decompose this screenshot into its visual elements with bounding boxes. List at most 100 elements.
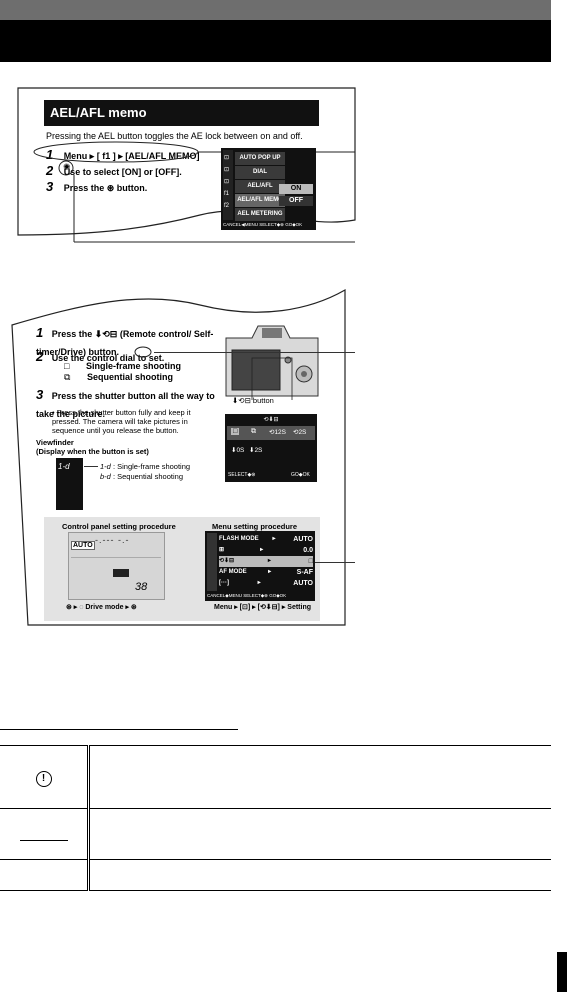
panel-leader [315,562,355,563]
option-on: ON [279,184,313,194]
menu-item: AUTO POP UP [235,152,285,165]
legend-text-cell [88,808,551,860]
dial-icon: ✺ [63,162,71,172]
option-label: Single-frame shooting [85,361,181,371]
sample2-step-1: 1 Press the ⬇⟲⊟ (Remote control/ Self-ti… [36,324,216,360]
drive-option-remote2: ⬇2S [249,447,263,454]
menu-tab: f1 [224,191,230,197]
step-text: Menu ▸ [ f1 ] ▸ [AEL/AFL MEMO] [63,151,200,161]
drive-option-self12: ⟲12S [269,429,287,436]
menu-rows: FLASH MODE▸AUTO ⊞▸0.0 ⟲⬇⊟▸□ AF MODE▸S-AF… [219,534,313,589]
legend-code: b-d [100,472,111,481]
drive-option-single: □ [231,428,240,435]
menu-row: FLASH MODE▸AUTO [219,536,313,543]
menu-item: AEL METERING [235,208,285,221]
menu-row: ⊞▸0.0 [219,547,313,554]
legend-label: : Sequential shooting [112,472,183,481]
menu-item: AEL/AFL [235,180,285,193]
control-panel-title: Control panel setting procedure [62,522,176,531]
control-panel-dashes: -.--- -.- [95,535,130,545]
legend-row [0,808,551,860]
legend-code: 1-d [100,462,111,471]
control-panel-drive-highlight [113,569,129,577]
drive-option-self2: ⟲2S [293,429,307,436]
sample1-menu-screen: ⊡ ⊡ ⊡ f1 f2 AUTO POP UP DIAL AEL/AFL AEL… [221,148,316,230]
sample2-step-2: 2 Use the control dial to set. [36,348,216,366]
single-frame-icon: □ [64,361,70,371]
caution-icon: ! [35,770,52,787]
option-single: □ Single-frame shooting [64,361,181,372]
drive-row-1-bg [227,426,315,440]
legend-text-cell [88,859,551,891]
header-band-dark [0,20,551,62]
viewfinder-title: Viewfinder [36,438,74,447]
drive-option-remote0: ⬇0S [231,447,245,454]
viewfinder-leader [84,466,98,467]
step-text: Use to select [ON] or [OFF]. [63,167,182,177]
legend-row [0,859,551,891]
section-rule [0,729,238,730]
control-panel-auto: AUTO [71,541,95,550]
header-band-light [0,0,551,20]
menu-setting-path: Menu ▸ [⊡] ▸ [⟲⬇⊟] ▸ Setting [214,604,311,611]
viewfinder-subtitle: (Display when the button is set) [36,447,149,456]
legend-row: ! [0,745,551,809]
button-caption: ⬇⟲⊟ button [232,396,274,405]
menu-tab-strip [207,533,217,591]
menu-item: DIAL [235,166,285,179]
drive-mode-screen: ⟲⬇⊟ □ ⧉ ⟲12S ⟲2S ⬇0S ⬇2S SELECT◆⊛ GO◆OK [225,414,317,482]
menu-row: AF MODE▸S-AF [219,569,313,576]
menu-setting-footer: CANCEL◆MENU SELECT◆⊕ GO◆OK [207,593,287,598]
menu-tab-strip [223,150,233,220]
step-text: Use the control dial to set. [51,353,165,363]
option-sequential: ⧉ Sequential shooting [64,372,173,383]
control-panel-shots: 38 [135,581,148,593]
menu-row: [···]▸AUTO [219,580,313,587]
step-number: 3 [46,179,54,194]
control-dial-icon [134,346,152,358]
menu-tabs: ⊡ ⊡ ⊡ f1 f2 [224,152,229,212]
menu-item-selected: AEL/AFL MEMO [235,194,285,207]
step-number: 3 [36,387,44,402]
step-number: 2 [36,349,44,364]
menu-tab: ⊡ [224,167,230,173]
step-number: 1 [46,147,54,162]
sample2-note: • Press the shutter button fully and kee… [52,408,191,435]
sequential-icon: ⧉ [64,372,71,382]
step-number: 2 [46,163,54,178]
menu-setting-screen: FLASH MODE▸AUTO ⊞▸0.0 ⟲⬇⊟▸□ AF MODE▸S-AF… [205,531,315,601]
control-panel-grid [71,557,161,588]
sample1-title: AEL/AFL memo [44,100,319,126]
drive-option-sequential: ⧉ [251,428,256,435]
legend-icon-cell [0,808,90,860]
step-text: Press the ⊛ button. [63,183,148,193]
camera-back-illustration [225,325,319,400]
sample1-step-2: 2 Use to select [ON] or [OFF]. [46,162,182,180]
drive-screen-header: ⟲⬇⊟ [263,417,279,423]
menu-row-selected: ⟲⬇⊟▸□ [219,556,313,567]
legend-icon-cell [0,859,90,891]
legend-icon-cell: ! [0,745,90,809]
note-underline [19,839,68,841]
control-panel-screen: AUTO -.--- -.- 38 [68,532,165,600]
legend-text-cell [88,745,551,809]
option-off: OFF [279,196,313,206]
dial-leader [154,352,355,353]
menu-tab: ⊡ [224,155,230,161]
menu-tab: ⊡ [224,179,230,185]
step-text: Press the shutter button all the way to … [36,391,215,419]
menu-footer: CANCEL◀MENU SELECT◆⊕ GO◆OK [223,222,303,227]
menu-tab: f2 [224,203,230,209]
viewfinder-legend: 1-d : Single-frame shooting b-d : Sequen… [100,462,190,482]
menu-procedure-title: Menu setting procedure [212,522,298,531]
step-text: Press the ⬇⟲⊟ (Remote control/ Self-time… [36,329,214,357]
sample1-intro: Pressing the AEL button toggles the AE l… [46,131,303,141]
sample2-step-3: 3 Press the shutter button all the way t… [36,386,216,422]
viewfinder-lcd: 1-d [56,458,83,510]
legend-label: : Single-frame shooting [112,462,191,471]
legend-table: ! [0,745,551,891]
sample1-step-1: 1 Menu ▸ [ f1 ] ▸ [AEL/AFL MEMO] [46,146,200,164]
drive-footer-left: SELECT◆⊛ [228,472,256,478]
control-panel-path: ⊛ ▸ ◌ Drive mode ▸ ⊛ [66,604,137,611]
drive-footer-right: GO◆OK [291,472,310,478]
